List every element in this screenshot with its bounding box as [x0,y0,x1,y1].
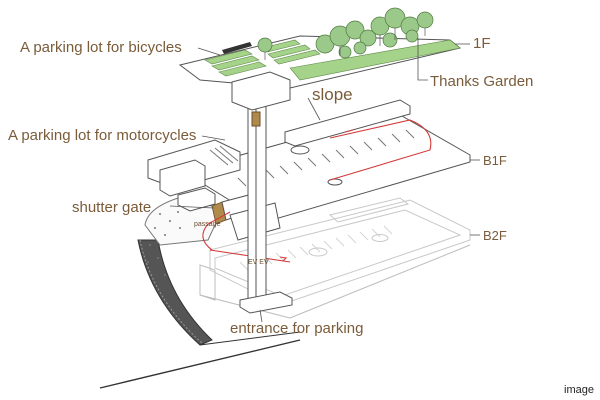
label-floor-1f: 1F [473,35,491,52]
level-1f [178,7,462,111]
label-floor-b1f: B1F [483,153,507,168]
label-passage: passage [194,221,221,228]
label-shutter-gate: shutter gate [72,199,152,216]
image-caption: image [564,384,594,396]
label-ev: EV EV [248,259,269,266]
label-thanks-garden: Thanks Garden [430,73,534,90]
label-floor-b2f: B2F [483,228,507,243]
label-bicycle-parking: A parking lot for bicycles [20,39,182,56]
label-slope: slope [312,85,353,104]
level-b2f [209,197,471,306]
level-b1f [147,99,471,223]
label-motorcycle-parking: A parking lot for motorcycles [8,127,197,144]
leader-lines [169,38,480,323]
label-parking-entrance: entrance for parking [230,320,364,337]
